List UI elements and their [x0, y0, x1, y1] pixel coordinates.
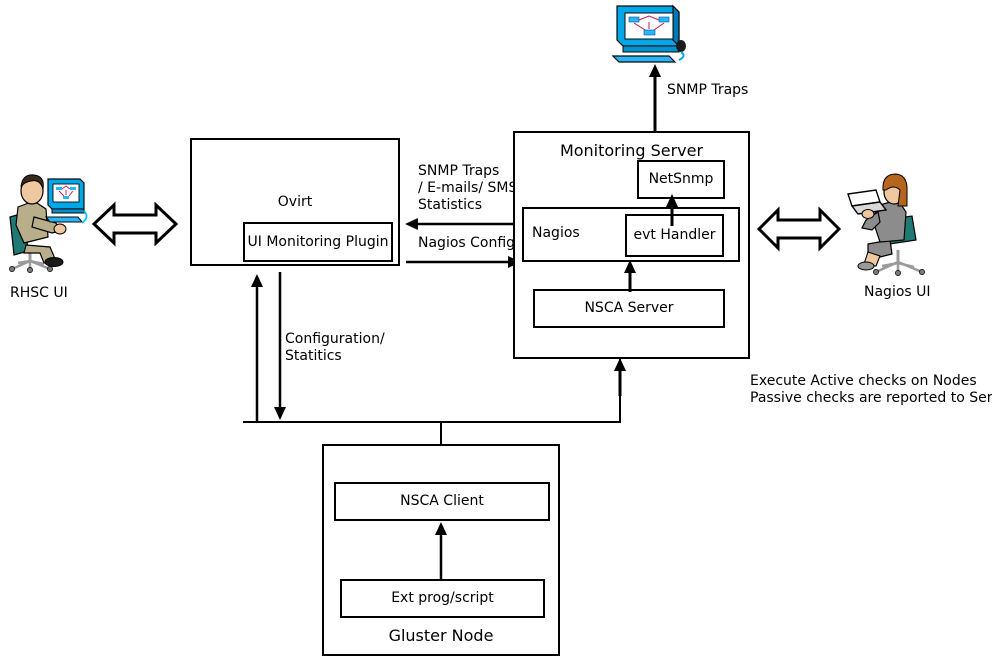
ext-prog-script-label: Ext prog/script: [391, 590, 494, 606]
evt-handler-label: evt Handler: [633, 227, 716, 243]
monitoring-server-label: Monitoring Server: [559, 141, 704, 160]
configuration-statistics-label: Configuration/ Statitics: [285, 331, 385, 364]
rhsc-ui-label: RHSC UI: [10, 285, 68, 301]
nagios-ui-label: Nagios UI: [864, 284, 931, 300]
ext-prog-to-nsca-client-arrow: [435, 522, 447, 580]
evt-handler-box[interactable]: [625, 214, 724, 257]
snmp-traps-emails-label: SNMP Traps / E-mails/ SMS Statistics: [418, 163, 518, 213]
person-at-desktop-icon: [4, 165, 90, 273]
snmp-traps-label: SNMP Traps: [667, 82, 749, 98]
ui-monitoring-plugin-box[interactable]: [243, 222, 393, 262]
nsca-server-label: NSCA Server: [584, 300, 674, 316]
nsca-client-label: NSCA Client: [400, 493, 484, 509]
nagios-label: Nagios: [532, 225, 580, 241]
netsnmp-box[interactable]: [637, 160, 725, 199]
bus-line: [243, 421, 621, 423]
nsca-client-box[interactable]: [334, 482, 550, 521]
desktop-computer-icon: [607, 2, 697, 72]
gluster-node-label: Gluster Node: [388, 626, 494, 645]
person-with-laptop-icon: [846, 168, 936, 278]
node-to-monitoring-server-arrow: [614, 358, 626, 396]
checks-note: Execute Active checks on Nodes Passive c…: [750, 373, 992, 406]
ovirt-label: Ovirt: [277, 194, 313, 210]
statistics-down-arrow: [274, 272, 286, 420]
bus-to-gluster-node-stub: [440, 421, 442, 445]
snmp-emails-statistics-arrow: [405, 218, 520, 230]
snmp-traps-arrow: [649, 64, 661, 138]
netsnmp-label: NetSnmp: [648, 171, 714, 187]
nagios-ui-bidirectional-arrow: [756, 206, 842, 252]
rhsc-ovirt-bidirectional-arrow: [91, 201, 179, 247]
ui-monitoring-plugin-label: UI Monitoring Plugin: [247, 234, 389, 250]
evt-handler-to-netsnmp-arrow: [666, 194, 678, 226]
nagios-config-label: Nagios Config: [418, 235, 516, 251]
nsca-server-box[interactable]: [533, 289, 725, 328]
ext-prog-script-box[interactable]: [340, 579, 545, 618]
nsca-server-to-nagios-arrow: [624, 260, 636, 292]
nagios-config-arrow: [406, 256, 521, 268]
configuration-up-arrow: [251, 274, 263, 422]
